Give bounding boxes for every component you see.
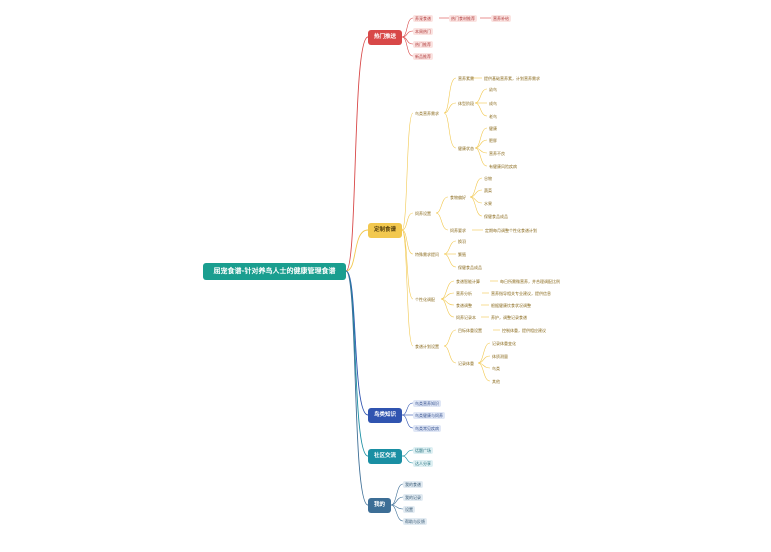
custom-g4b[interactable]: 营养分析 <box>456 290 472 296</box>
custom-g2a4[interactable]: 保健食品成品 <box>484 213 508 219</box>
mine-leaf-2[interactable]: 我的记录 <box>403 494 423 501</box>
root-node[interactable]: 屈宠食谱-针对养鸟人士的健康管理食谱 <box>203 263 346 280</box>
hot-leaf-1[interactable]: 养宠食谱 <box>413 15 433 22</box>
custom-g1b[interactable]: 体型阶段 <box>458 100 474 106</box>
custom-g1c2[interactable]: 肥胖 <box>489 137 497 143</box>
custom-g2a2[interactable]: 蔬菜 <box>484 187 492 193</box>
custom-g5b4[interactable]: 其他 <box>492 378 500 384</box>
custom-g4d1[interactable]: 养护，调整记录食谱 <box>491 314 527 320</box>
custom-g4[interactable]: 个性化调配 <box>415 296 435 302</box>
knowledge-leaf-3[interactable]: 鸟类常见疾病 <box>413 425 441 432</box>
custom-g2b[interactable]: 饲养要求 <box>450 227 466 233</box>
custom-g1b1[interactable]: 幼鸟 <box>489 86 497 92</box>
custom-g2a[interactable]: 食物偏好 <box>450 194 466 200</box>
mine-leaf-4[interactable]: 帮助与反馈 <box>403 518 427 525</box>
custom-g1a[interactable]: 营养素需 <box>458 75 474 81</box>
hot-leaf-1a[interactable]: 热门食材推荐 <box>449 15 477 22</box>
mine-leaf-1[interactable]: 我的食谱 <box>403 481 423 488</box>
custom-g5a[interactable]: 目标体重设置 <box>458 327 482 333</box>
custom-g1c[interactable]: 健康状态 <box>458 145 474 151</box>
branch-custom[interactable]: 定制食谱 <box>368 223 402 238</box>
custom-g2[interactable]: 饲养设置 <box>415 210 431 216</box>
custom-g5[interactable]: 食谱计划设置 <box>415 343 439 349</box>
branch-community[interactable]: 社区交流 <box>368 449 402 464</box>
custom-g4b1[interactable]: 营养指导相关专业建议，提供信息 <box>491 290 551 296</box>
knowledge-leaf-2[interactable]: 鸟类健康与饲养 <box>413 412 445 419</box>
hot-leaf-1b[interactable]: 营养补给 <box>491 15 511 22</box>
mine-leaf-3[interactable]: 设置 <box>403 506 415 513</box>
custom-g4a[interactable]: 食谱智能计算 <box>456 278 480 284</box>
custom-g5b2[interactable]: 体质测量 <box>492 353 508 359</box>
custom-g1b2[interactable]: 成鸟 <box>489 100 497 106</box>
custom-g4d[interactable]: 饲养记录本 <box>456 314 476 320</box>
community-leaf-1[interactable]: 话题广场 <box>413 447 433 454</box>
custom-g4c[interactable]: 食谱调整 <box>456 302 472 308</box>
hot-leaf-3[interactable]: 热门推荐 <box>413 41 433 48</box>
knowledge-leaf-1[interactable]: 鸟类营养知识 <box>413 400 441 407</box>
custom-g1a1[interactable]: 提供基础营养素，计划营养需求 <box>484 75 540 81</box>
custom-g3[interactable]: 特殊需求提问 <box>415 251 439 257</box>
hot-leaf-2[interactable]: 本周热门 <box>413 28 433 35</box>
custom-g5b[interactable]: 记录体重 <box>458 360 474 366</box>
custom-g4a1[interactable]: 每日所需微营养，并合理调配比例 <box>500 278 560 284</box>
custom-g3b[interactable]: 繁殖 <box>458 251 466 257</box>
custom-g1[interactable]: 鸟类营养需求 <box>415 110 439 116</box>
custom-g5a1[interactable]: 控制体重，提供相应建议 <box>502 327 546 333</box>
branch-hot[interactable]: 热门推送 <box>368 30 402 45</box>
community-leaf-2[interactable]: 达人分享 <box>413 460 433 467</box>
branch-mine[interactable]: 我的 <box>368 498 391 513</box>
custom-g5b1[interactable]: 记录体重变化 <box>492 340 516 346</box>
custom-g3c[interactable]: 保健食品成品 <box>458 264 482 270</box>
custom-g1c1[interactable]: 健康 <box>489 125 497 131</box>
hot-leaf-4[interactable]: 新品推荐 <box>413 53 433 60</box>
custom-g2b1[interactable]: 定期每月调整个性化食谱计划 <box>485 227 537 233</box>
custom-g2a3[interactable]: 水果 <box>484 200 492 206</box>
custom-g1b3[interactable]: 老鸟 <box>489 113 497 119</box>
custom-g1c3[interactable]: 营养不良 <box>489 150 505 156</box>
custom-g1c4[interactable]: 有健康风险疾病 <box>489 163 517 169</box>
custom-g4c1[interactable]: 根据健康饮食状况调整 <box>491 302 531 308</box>
branch-knowledge[interactable]: 鸟类知识 <box>368 408 402 423</box>
custom-g5b3[interactable]: 鸟类 <box>492 365 500 371</box>
custom-g3a[interactable]: 换羽 <box>458 238 466 244</box>
custom-g2a1[interactable]: 谷物 <box>484 175 492 181</box>
